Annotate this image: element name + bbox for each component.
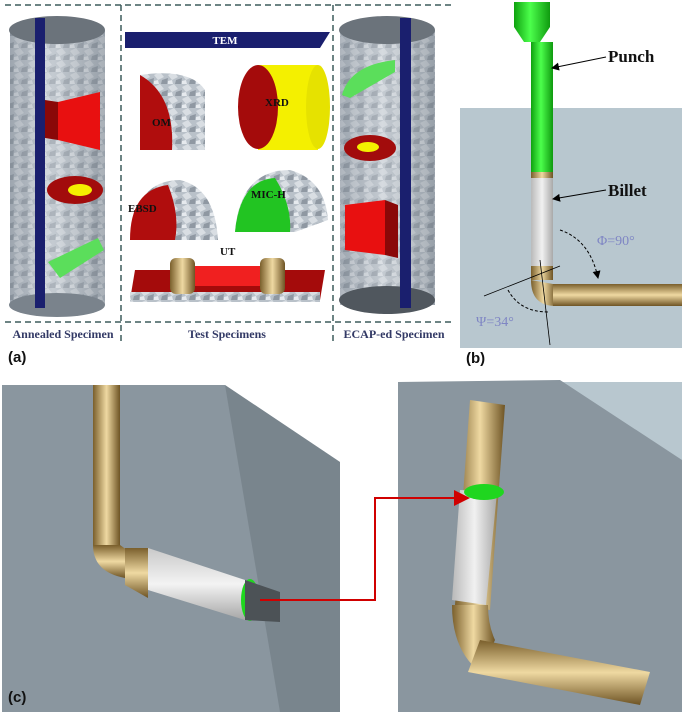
panel-a: TEM OM XRD EBSD MIC-H <box>5 4 455 366</box>
om-label: OM <box>152 117 172 129</box>
om-specimen: OM <box>140 73 205 150</box>
panel-c: (c) <box>2 380 682 712</box>
panel-b: Punch Billet Φ=90° Ψ=34° (b) <box>460 2 682 367</box>
ebsd-label: EBSD <box>128 203 157 215</box>
caption-test-specimens: Test Specimens <box>188 327 266 341</box>
channel-horizontal <box>553 284 682 306</box>
tem-plate: TEM <box>125 32 330 48</box>
die-block <box>460 108 682 348</box>
psi-line-2 <box>539 259 551 346</box>
caption-annealed: Annealed Specimen <box>12 327 113 341</box>
billet-left <box>148 548 245 620</box>
transition-arrow <box>260 490 470 601</box>
ut-label: UT <box>220 246 236 258</box>
punch-tip <box>531 172 553 178</box>
micro-hardness-specimen: MIC-H <box>235 170 328 232</box>
xrd-specimen: XRD <box>238 65 330 150</box>
billet-label: Billet <box>608 181 647 200</box>
psi-label: Ψ=34° <box>476 315 514 330</box>
ut-specimen: UT <box>130 246 325 302</box>
die-left <box>2 385 340 712</box>
punch <box>514 2 553 172</box>
micro-hardness-label: MIC-H <box>251 189 286 201</box>
phi-label: Φ=90° <box>597 234 635 249</box>
panel-b-label: (b) <box>466 350 485 367</box>
punch-arrow <box>551 56 607 71</box>
ecaped-cylinder <box>339 16 435 314</box>
ebsd-specimen: EBSD <box>128 180 218 240</box>
billet-right <box>452 490 497 605</box>
psi-line-1 <box>483 265 561 297</box>
caption-ecaped: ECAP-ed Specimen <box>344 327 445 341</box>
annealed-cylinder <box>9 16 105 317</box>
green-face-right <box>464 484 504 500</box>
punch-label: Punch <box>608 47 655 66</box>
tem-label: TEM <box>212 35 238 47</box>
xrd-label: XRD <box>265 97 289 109</box>
panel-c-label: (c) <box>8 689 26 706</box>
panel-a-label: (a) <box>8 349 26 366</box>
billet-arrow <box>552 189 607 202</box>
phi-arc <box>559 229 601 279</box>
billet <box>531 178 553 266</box>
die-right <box>398 380 682 712</box>
